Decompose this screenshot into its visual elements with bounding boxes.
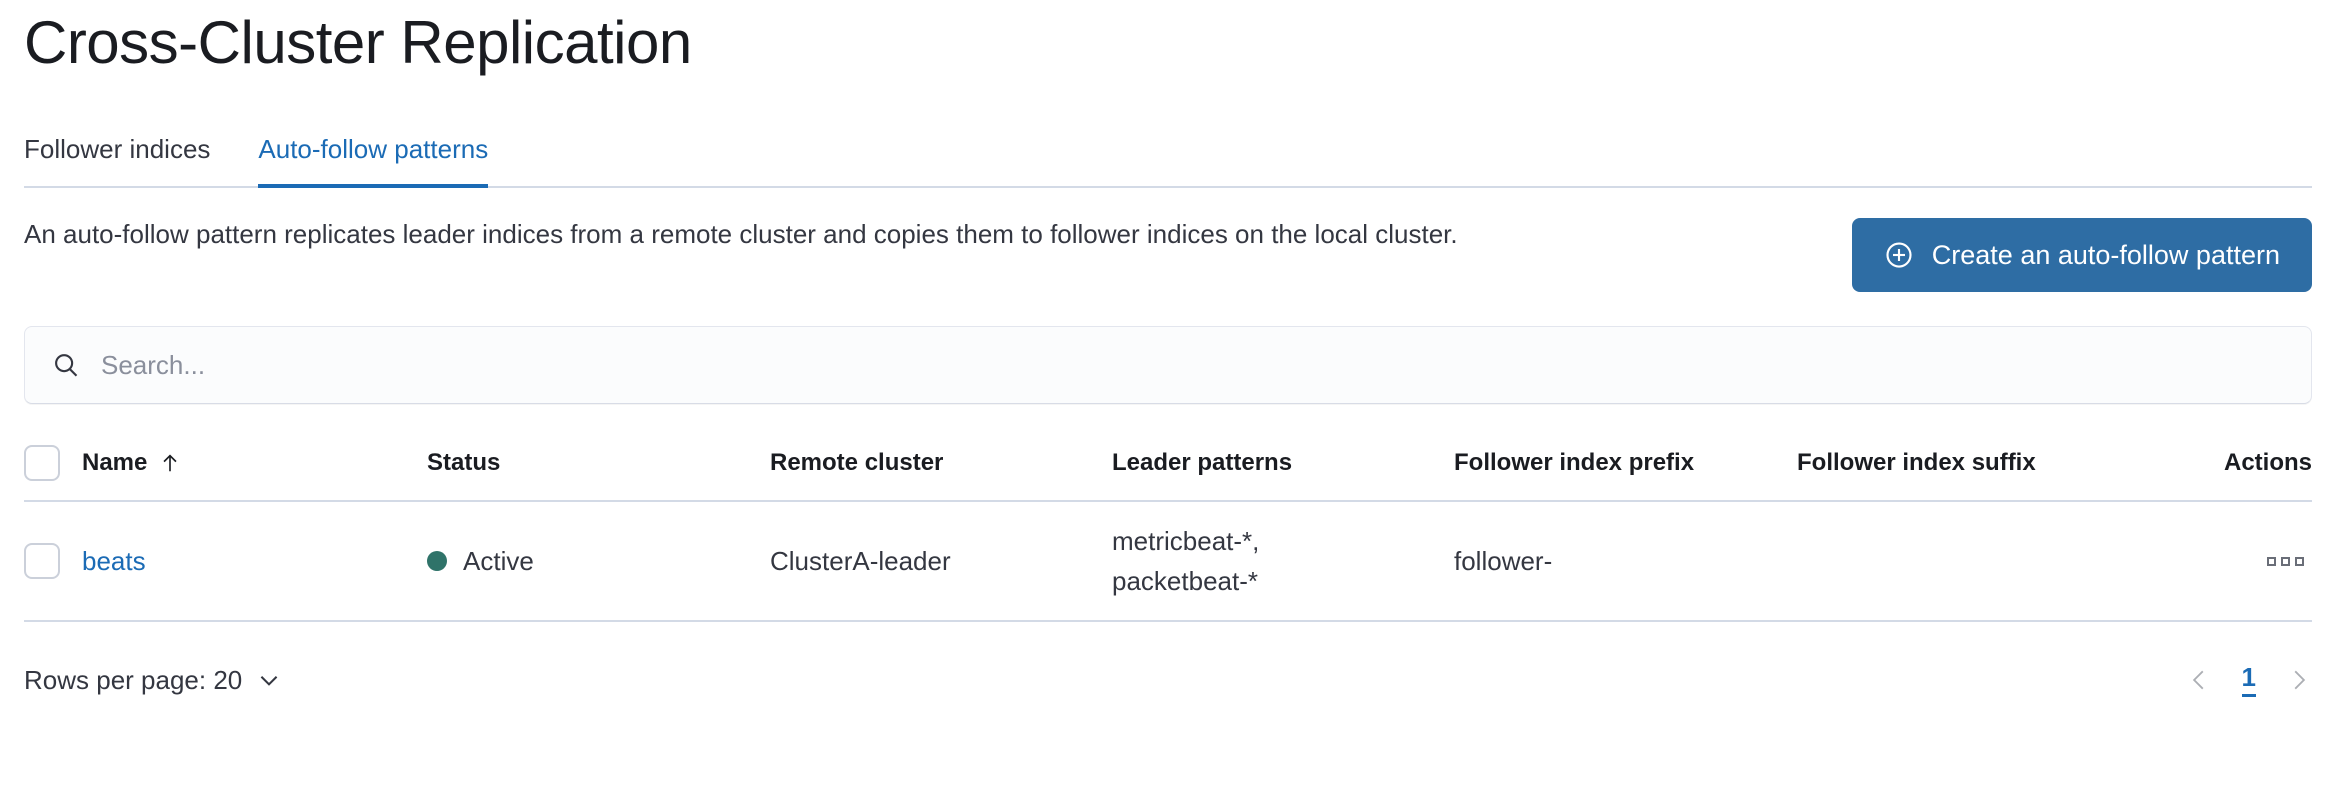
- column-header-name-label: Name: [82, 449, 148, 476]
- tab-auto-follow-patterns[interactable]: Auto-follow patterns: [258, 136, 488, 188]
- search-input[interactable]: [101, 349, 2285, 381]
- column-header-status[interactable]: Status: [427, 449, 501, 476]
- leader-pattern-item: packetbeat-*: [1112, 566, 1258, 596]
- plus-in-circle-icon: [1884, 240, 1914, 270]
- cell-follower-index-prefix: follower-: [1454, 545, 1553, 576]
- row-select-checkbox[interactable]: [24, 543, 60, 579]
- tab-bar: Follower indices Auto-follow patterns: [24, 114, 2312, 188]
- more-actions-dot: [2267, 556, 2276, 566]
- column-header-leader-patterns[interactable]: Leader patterns: [1112, 449, 1293, 476]
- status-label: Active: [463, 545, 534, 576]
- arrow-up-icon: [159, 451, 181, 475]
- more-actions-dot: [2281, 556, 2290, 566]
- pagination: 1: [2186, 663, 2312, 697]
- create-button-label: Create an auto-follow pattern: [1931, 239, 2280, 270]
- cell-leader-patterns: metricbeat-*, packetbeat-*: [1112, 521, 1454, 602]
- leader-pattern-item: metricbeat-*,: [1112, 525, 1260, 556]
- chevron-down-icon: [256, 667, 282, 693]
- column-header-actions: Actions: [2223, 449, 2312, 476]
- chevron-left-icon[interactable]: [2186, 665, 2212, 695]
- cell-actions: [2162, 549, 2312, 574]
- auto-follow-pattern-link[interactable]: beats: [82, 545, 146, 576]
- table-footer: Rows per page: 20 1: [24, 650, 2312, 710]
- more-actions-dot: [2295, 556, 2304, 566]
- status-badge: Active: [427, 546, 534, 577]
- column-header-remote-cluster[interactable]: Remote cluster: [770, 449, 944, 476]
- cell-status: Active: [427, 546, 770, 577]
- table-header-row: Name Status Remote cluster Leader patter…: [24, 426, 2312, 502]
- page-title: Cross-Cluster Replication: [24, 9, 692, 76]
- leader-patterns-list: metricbeat-*, packetbeat-*: [1112, 521, 1259, 602]
- more-actions-icon[interactable]: [2259, 549, 2312, 574]
- select-all-checkbox[interactable]: [24, 445, 60, 481]
- search-icon: [51, 350, 81, 380]
- rows-per-page-selector[interactable]: Rows per page: 20: [24, 665, 282, 696]
- column-header-name[interactable]: Name: [82, 449, 427, 477]
- column-header-follower-index-suffix[interactable]: Follower index suffix: [1797, 449, 2036, 476]
- status-dot-icon: [427, 551, 447, 571]
- intro-description: An auto-follow pattern replicates leader…: [24, 219, 1458, 249]
- table-row: beats Active ClusterA-leader metricbeat-…: [24, 502, 2312, 622]
- create-auto-follow-pattern-button[interactable]: Create an auto-follow pattern: [1851, 218, 2312, 292]
- column-header-follower-index-prefix[interactable]: Follower index prefix: [1454, 449, 1695, 476]
- select-all-checkbox-cell: [24, 445, 82, 481]
- intro-row: An auto-follow pattern replicates leader…: [24, 216, 2312, 292]
- row-checkbox-cell: [24, 543, 82, 579]
- cell-name: beats: [82, 546, 427, 577]
- cell-remote-cluster: ClusterA-leader: [770, 545, 951, 576]
- pagination-page-1[interactable]: 1: [2241, 663, 2256, 697]
- search-bar[interactable]: [24, 326, 2312, 404]
- auto-follow-patterns-table: Name Status Remote cluster Leader patter…: [24, 426, 2312, 622]
- chevron-right-icon[interactable]: [2286, 665, 2312, 695]
- rows-per-page-label: Rows per page: 20: [24, 664, 243, 695]
- tab-follower-indices[interactable]: Follower indices: [24, 134, 211, 164]
